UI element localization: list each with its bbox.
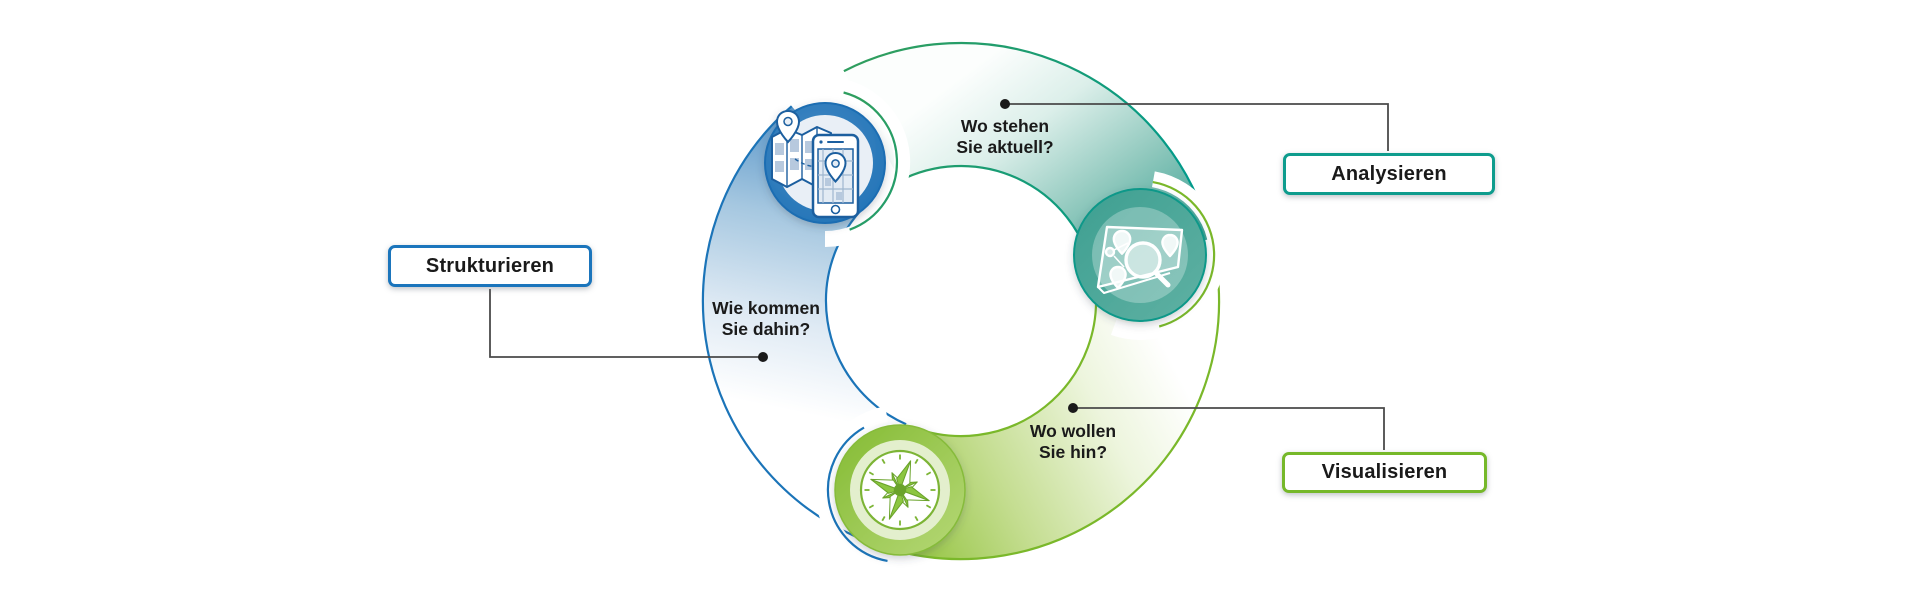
question-line: Sie hin? — [1038, 442, 1108, 462]
connector-dot — [758, 352, 768, 362]
head-halos — [810, 77, 1225, 570]
question-line: Wo wollen — [1029, 421, 1117, 441]
connector-visualisieren — [1073, 407, 1385, 450]
question-strukturieren: Wie kommen Sie dahin? — [678, 298, 854, 340]
question-line: Wie kommen — [712, 298, 820, 318]
compass-icon — [859, 449, 941, 531]
map-pins-magnifier-icon — [1096, 225, 1184, 294]
question-visualisieren: Wo wollen Sie hin? — [985, 421, 1161, 463]
head-analysieren — [1073, 188, 1207, 322]
question-analysieren: Wo stehen Sie aktuell? — [917, 116, 1093, 158]
visualisieren-button[interactable]: Visualisieren — [1282, 452, 1487, 493]
connector-dot — [1000, 99, 1010, 109]
question-line: Wo stehen — [960, 116, 1050, 136]
analysieren-button[interactable]: Analysieren — [1283, 153, 1495, 195]
connector-strukturieren — [489, 289, 763, 358]
connector-dot — [1068, 403, 1078, 413]
connector-analysieren — [1005, 103, 1389, 151]
question-line: Sie aktuell? — [956, 137, 1054, 157]
strukturieren-button[interactable]: Strukturieren — [388, 245, 592, 287]
head-strukturieren — [764, 102, 886, 224]
map-phone-icon — [771, 109, 860, 219]
connectors — [489, 99, 1389, 450]
question-line: Sie dahin? — [721, 319, 811, 339]
head-visualisieren — [834, 424, 966, 556]
